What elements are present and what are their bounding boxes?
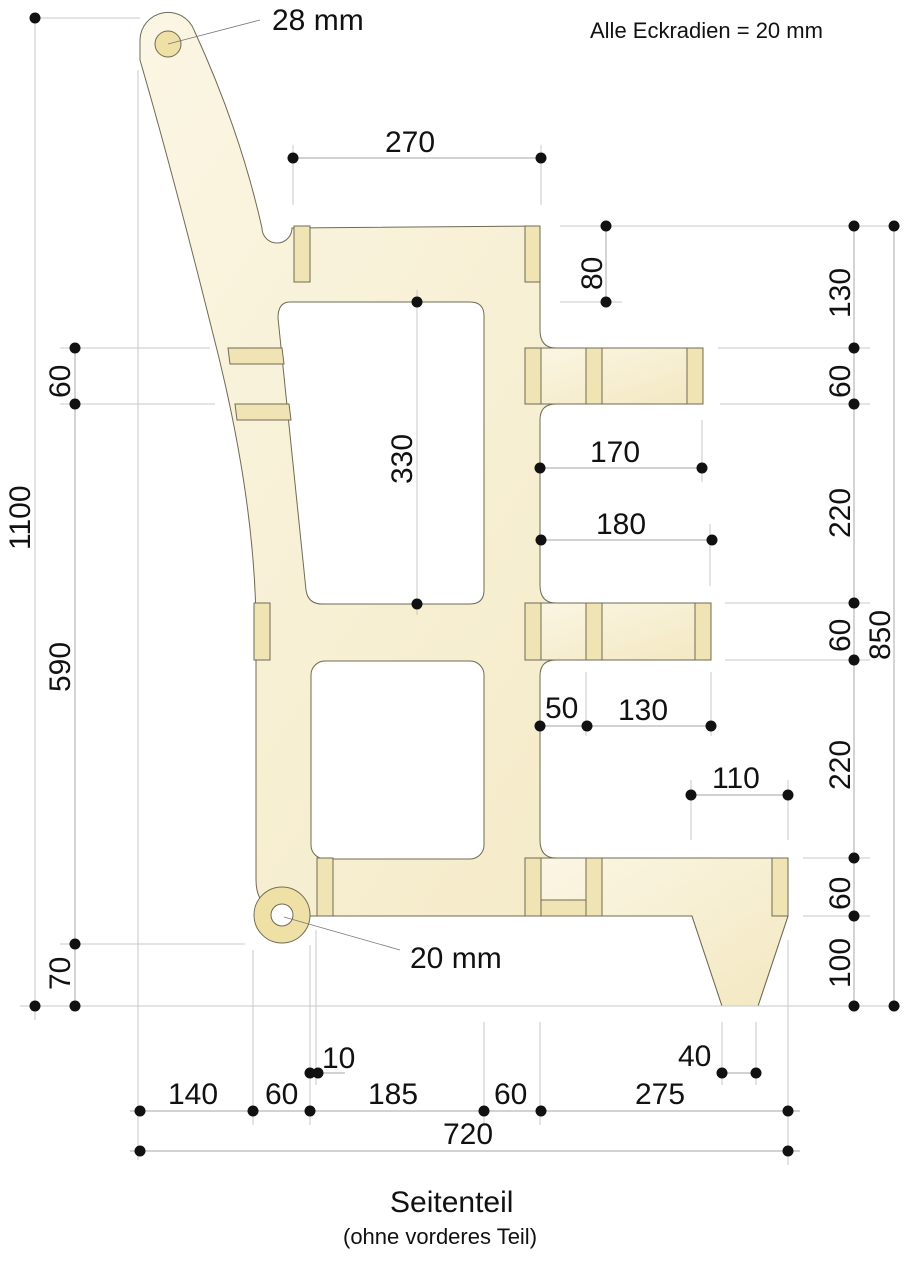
drawing-subtitle: (ohne vorderes Teil) <box>343 1224 537 1249</box>
dim-220-right-a: 220 <box>824 488 857 538</box>
upper-arm <box>524 347 704 405</box>
dim-330: 330 <box>386 434 419 484</box>
dim-80: 80 <box>576 257 609 290</box>
dimension-dots <box>29 12 900 1157</box>
dim-60-left: 60 <box>44 365 77 398</box>
dim-40: 40 <box>678 1040 711 1073</box>
drawing-title: Seitenteil <box>390 1186 513 1219</box>
slot-arm2-b <box>585 602 603 661</box>
dim-130-horizontal: 130 <box>618 694 668 727</box>
dim-1100: 1100 <box>4 485 37 550</box>
upper-window <box>277 301 485 605</box>
slot-arm1-a <box>524 347 542 405</box>
labels: Alle Eckradien = 20 mm 28 mm 20 mm 270 1… <box>4 4 897 1249</box>
slot-bottom-left <box>316 857 334 917</box>
slot-arm2-c <box>694 602 712 661</box>
dim-100: 100 <box>824 938 857 988</box>
dim-170: 170 <box>590 436 640 469</box>
corner-radius-note: Alle Eckradien = 20 mm <box>590 18 823 43</box>
slot-back-upper <box>227 347 285 365</box>
dim-180: 180 <box>596 508 646 541</box>
slot-back-lower <box>234 403 292 421</box>
dim-720: 720 <box>443 1118 493 1151</box>
slot-top-left <box>293 225 311 283</box>
dim-50: 50 <box>545 692 578 725</box>
dim-850: 850 <box>864 610 897 660</box>
middle-arm <box>524 602 712 661</box>
bottom-hole-leader <box>283 916 401 951</box>
dim-60-bottom-a: 60 <box>265 1078 298 1111</box>
dim-130-vertical: 130 <box>824 268 857 318</box>
slot-bottom-mid-a <box>524 857 542 917</box>
side-panel-part <box>139 11 789 1007</box>
bottom-pivot-hole <box>270 903 294 927</box>
dim-60-right-b: 60 <box>824 619 857 652</box>
bottom-hole-callout: 20 mm <box>410 942 502 975</box>
top-hole-leader <box>167 19 261 45</box>
dim-590: 590 <box>44 642 77 692</box>
dim-10: 10 <box>322 1042 355 1075</box>
dim-270: 270 <box>385 126 435 159</box>
dim-60-right-a: 60 <box>824 365 857 398</box>
dim-60-right-c: 60 <box>824 877 857 910</box>
dim-185: 185 <box>368 1078 418 1111</box>
top-hole-callout: 28 mm <box>272 4 364 37</box>
dim-70: 70 <box>44 957 77 990</box>
lower-window <box>310 660 485 860</box>
dim-110: 110 <box>712 762 760 795</box>
slot-arm1-b <box>585 347 603 405</box>
slot-foot <box>771 857 789 917</box>
dim-60-bottom-b: 60 <box>494 1078 527 1111</box>
dimension-lines <box>74 157 895 1152</box>
slot-bottom-mid-h <box>540 899 587 917</box>
slot-arm2-a <box>524 602 542 661</box>
slot-bottom-mid-b <box>585 857 603 917</box>
dim-275: 275 <box>635 1078 685 1111</box>
dim-220-right-b: 220 <box>824 740 857 790</box>
dim-140: 140 <box>168 1078 218 1111</box>
slot-top-right <box>524 225 541 283</box>
slot-left-mid <box>253 602 271 661</box>
bottom-foot <box>539 857 789 1007</box>
slot-arm1-c <box>686 347 704 405</box>
